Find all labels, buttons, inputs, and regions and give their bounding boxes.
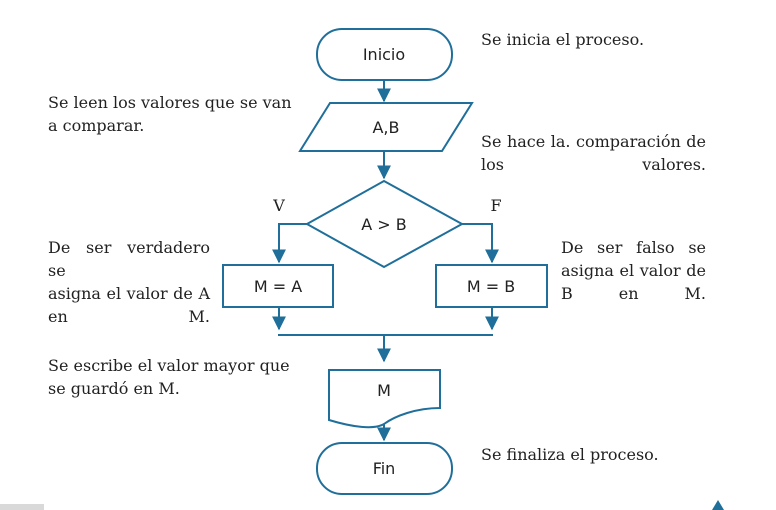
note-output: Se escribe el valor mayor que se guardó … [48, 356, 290, 398]
connector-decision-true [272, 223, 307, 264]
end-terminal-shape [316, 442, 453, 495]
input-parallelogram-shape [298, 102, 474, 152]
assign-a-node: M = A [222, 264, 334, 308]
end-node: Fin [316, 442, 453, 495]
decision-label: A > B [361, 215, 407, 234]
input-node: A,B [298, 102, 474, 152]
output-label: M [377, 381, 391, 400]
true-branch-label: V [272, 196, 285, 215]
note-false-branch: De ser falso se asigna el valor de B en … [561, 238, 706, 303]
start-label: Inicio [363, 45, 405, 64]
page-ornament-icon [712, 500, 724, 510]
note-true-branch: De ser verdadero se asigna el valor de A… [48, 238, 210, 326]
output-document-shape [328, 369, 441, 429]
assign-b-node: M = B [435, 264, 548, 308]
false-branch-label: F [490, 196, 501, 215]
note-input: Se leen los valores que se van a compara… [48, 93, 292, 135]
note-end: Se finaliza el proceso. [481, 445, 659, 464]
decision-diamond-shape [304, 179, 465, 269]
page-corner-mark [0, 504, 44, 510]
note-start: Se inicia el proceso. [481, 30, 645, 49]
connector-decision-false [462, 223, 499, 264]
start-node: Inicio [316, 28, 453, 81]
assign-a-label: M = A [254, 277, 302, 296]
decision-node: A > B [304, 179, 465, 269]
note-compare: Se hace la. comparación de los valores. [481, 132, 706, 174]
output-node: M [328, 369, 441, 429]
input-label: A,B [372, 118, 399, 137]
assign-b-label: M = B [467, 277, 515, 296]
end-label: Fin [373, 459, 396, 478]
